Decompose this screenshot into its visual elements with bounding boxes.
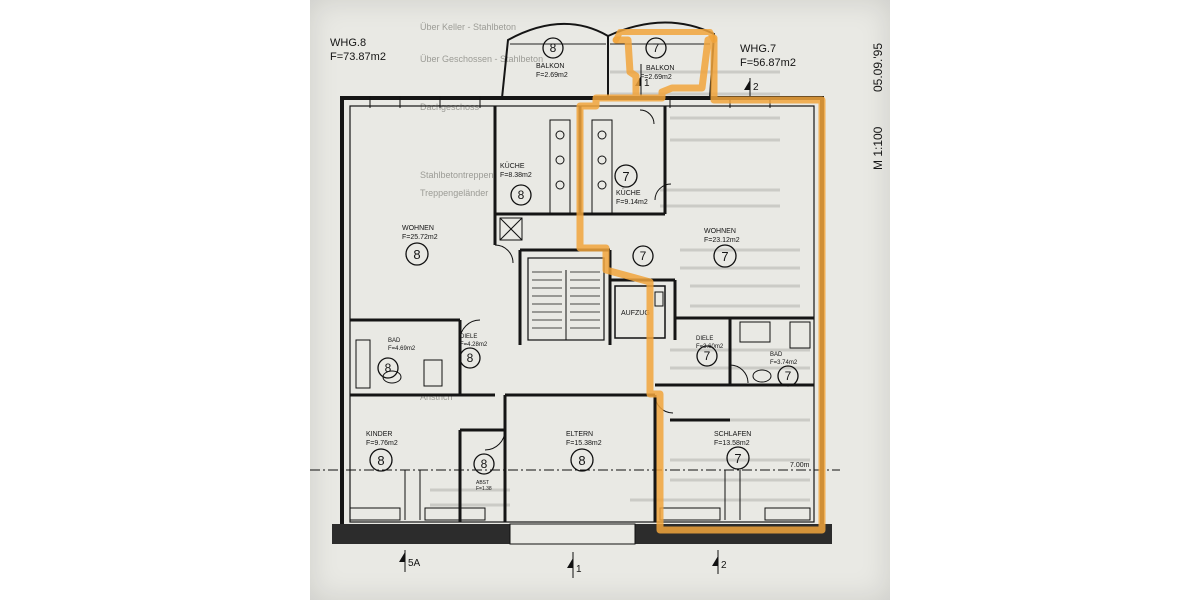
unit-8-area: F=73.87m2 bbox=[330, 51, 386, 63]
unit-8-name: WHG.8 bbox=[330, 37, 366, 49]
room-bad-8-unit: 8 bbox=[385, 361, 392, 375]
room-balkon-7-unit: 7 bbox=[653, 41, 660, 55]
room-diele-8-unit: 8 bbox=[467, 351, 474, 365]
room-abst-8: 8 ABST F=1.38 bbox=[473, 453, 495, 492]
room-schlafen-7-name: SCHLAFEN bbox=[714, 431, 751, 438]
room-balkon-7-area: F=2.69m2 bbox=[640, 74, 672, 81]
elevator-shaft: AUFZUG bbox=[614, 285, 666, 339]
floor-plan-drawing: Über Keller - Stahlbeton Über Geschossen… bbox=[310, 21, 885, 578]
bg-text-4: Stahlbetontreppen bbox=[420, 170, 494, 180]
section-marker-bottom-mid-label: 1 bbox=[576, 564, 582, 575]
unit-7-name: WHG.7 bbox=[740, 43, 776, 55]
room-balkon-8: 8 BALKON F=2.69m2 bbox=[536, 37, 568, 79]
room-balkon-7-name: BALKON bbox=[646, 65, 674, 72]
room-kinder-8-area: F=9.76m2 bbox=[366, 440, 398, 447]
floor-plan-sheet: Über Keller - Stahlbeton Über Geschossen… bbox=[310, 0, 890, 600]
room-kueche-8-unit: 8 bbox=[518, 188, 525, 202]
room-abst-8-area: F=1.38 bbox=[476, 486, 492, 492]
bg-text-6: Anstrich bbox=[420, 392, 453, 402]
room-abst-8-name: ABST bbox=[476, 480, 489, 486]
room-kueche-7-name: KÜCHE bbox=[616, 189, 641, 197]
kitchen-fixtures bbox=[499, 119, 613, 241]
room-kueche-7-unit: 7 bbox=[622, 169, 629, 184]
section-marker-bottom-right-label: 2 bbox=[721, 560, 727, 571]
room-kinder-8: KINDER F=9.76m2 8 bbox=[366, 431, 398, 472]
room-eltern-8-name: ELTERN bbox=[566, 431, 593, 438]
unit-7-highlight bbox=[576, 29, 826, 534]
room-bad-8-name: BAD bbox=[388, 338, 401, 344]
room-kueche-7: 7 KÜCHE F=9.14m2 bbox=[614, 164, 648, 206]
room-kueche-8-name: KÜCHE bbox=[500, 162, 525, 170]
bg-text-1: Über Keller - Stahlbeton bbox=[420, 22, 516, 32]
unit-7-area: F=56.87m2 bbox=[740, 57, 796, 69]
bg-text-5: Treppengeländer bbox=[420, 188, 488, 198]
room-kueche-8: KÜCHE F=8.38m2 8 bbox=[500, 162, 532, 206]
room-diele-8-name: DIELE bbox=[460, 334, 477, 340]
room-bad-7-area: F=3.74m2 bbox=[770, 360, 798, 366]
section-marker-top-label: 1 bbox=[644, 78, 650, 89]
section-marker-top-right-label: 2 bbox=[753, 82, 759, 93]
room-bad-8: BAD F=4.69m2 8 bbox=[377, 338, 416, 379]
room-kinder-8-unit: 8 bbox=[377, 453, 384, 468]
level-line: 7.00m bbox=[310, 462, 840, 471]
section-marker-bottom-right: 2 bbox=[712, 550, 727, 574]
room-unit-7-small: 7 bbox=[632, 245, 654, 267]
plan-date: 05.09.'95 bbox=[871, 43, 885, 92]
room-wohnen-8: WOHNEN F=25.72m2 8 bbox=[402, 225, 438, 266]
bg-text-2: Über Geschossen - Stahlbeton bbox=[420, 54, 543, 64]
room-eltern-8: ELTERN F=15.38m2 8 bbox=[566, 431, 602, 472]
room-eltern-8-unit: 8 bbox=[578, 453, 585, 468]
room-wohnen-8-unit: 8 bbox=[413, 247, 420, 262]
room-wohnen-7-name: WOHNEN bbox=[704, 228, 736, 235]
bathroom-fixtures bbox=[355, 321, 811, 389]
room-bad-7: BAD F=3.74m2 7 bbox=[770, 352, 799, 387]
room-eltern-8-area: F=15.38m2 bbox=[566, 440, 602, 447]
room-bad-7-name: BAD bbox=[770, 352, 783, 358]
room-diele-7-name: DIELE bbox=[696, 336, 713, 342]
room-wohnen-8-name: WOHNEN bbox=[402, 225, 434, 232]
room-diele-7: DIELE F=3.60m2 7 bbox=[696, 336, 724, 367]
bg-text-3: Dachgeschoss bbox=[420, 102, 480, 112]
room-kinder-8-name: KINDER bbox=[366, 431, 392, 438]
sheet-edge-markings: 05.09.'95 M 1:100 bbox=[871, 43, 885, 170]
room-schlafen-7-area: F=13.58m2 bbox=[714, 440, 750, 447]
interior-walls bbox=[350, 106, 814, 522]
room-bad-8-area: F=4.69m2 bbox=[388, 346, 416, 352]
elevator-label: AUFZUG bbox=[621, 310, 650, 317]
room-diele-8-area: F=4.28m2 bbox=[460, 342, 488, 348]
room-diele-7-unit: 7 bbox=[704, 349, 711, 363]
room-kueche-8-area: F=8.38m2 bbox=[500, 172, 532, 179]
background-spec-text: Über Keller - Stahlbeton Über Geschossen… bbox=[420, 22, 810, 507]
room-unit-7-small-unit: 7 bbox=[640, 249, 647, 263]
room-wohnen-7-unit: 7 bbox=[721, 249, 728, 264]
room-abst-8-unit: 8 bbox=[481, 457, 488, 471]
section-marker-bottom-left-label: 5A bbox=[408, 558, 421, 569]
level-label: 7.00m bbox=[790, 462, 810, 469]
room-balkon-8-unit: 8 bbox=[550, 41, 557, 55]
room-schlafen-7: SCHLAFEN F=13.58m2 7 bbox=[714, 431, 751, 470]
section-marker-bottom-left: 5A bbox=[399, 550, 421, 572]
room-wohnen-7: WOHNEN F=23.12m2 7 bbox=[704, 228, 740, 268]
bottom-windows bbox=[349, 470, 811, 521]
section-marker-bottom-mid: 1 bbox=[567, 552, 582, 578]
room-wohnen-8-area: F=25.72m2 bbox=[402, 234, 438, 241]
room-bad-7-unit: 7 bbox=[785, 369, 792, 383]
room-schlafen-7-unit: 7 bbox=[734, 451, 741, 466]
room-wohnen-7-area: F=23.12m2 bbox=[704, 237, 740, 244]
section-marker-top-right: 2 bbox=[744, 78, 759, 96]
room-balkon-8-area: F=2.69m2 bbox=[536, 72, 568, 79]
plan-scale: M 1:100 bbox=[871, 126, 885, 170]
room-balkon-7: 7 BALKON F=2.69m2 bbox=[640, 37, 674, 81]
room-diele-8: DIELE F=4.28m2 8 bbox=[459, 334, 488, 369]
room-balkon-8-name: BALKON bbox=[536, 63, 564, 70]
room-kueche-7-area: F=9.14m2 bbox=[616, 199, 648, 206]
stairwell bbox=[527, 257, 605, 341]
balcony-8-outline bbox=[501, 22, 609, 99]
